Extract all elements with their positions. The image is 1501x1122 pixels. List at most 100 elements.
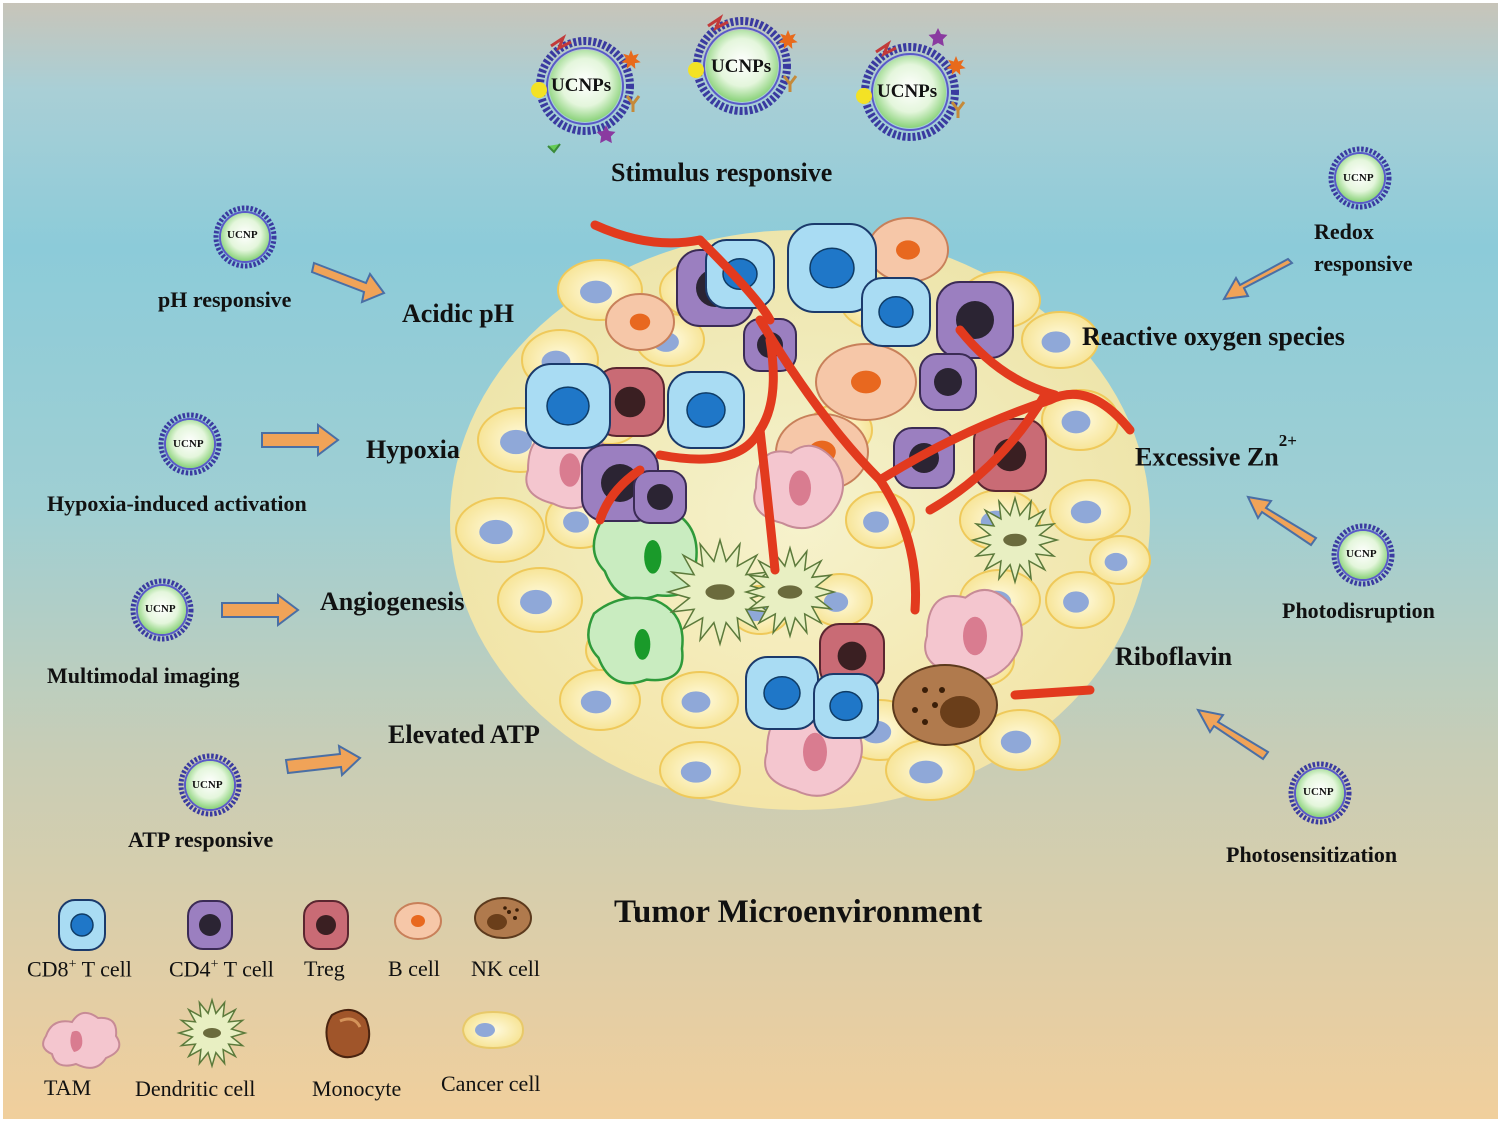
cd8-t-cell <box>787 223 877 313</box>
hypoxia-label: Hypoxia <box>366 435 460 464</box>
arrow-imaging <box>221 593 300 627</box>
multimodal-imaging-label: Multimodal imaging <box>47 663 240 688</box>
nk-cell <box>892 664 998 746</box>
cancer-cell <box>497 567 583 633</box>
cd8-prefix: CD8 <box>27 956 69 982</box>
b-cell <box>815 343 917 421</box>
ucnp-particle-icon <box>1328 146 1392 210</box>
ucnp-particle-icon <box>1331 523 1395 587</box>
green-tam-cell <box>587 596 684 685</box>
photodisruption-label: Photodisruption <box>1282 598 1435 623</box>
arrows <box>221 257 1318 778</box>
cancer-cell <box>659 741 741 799</box>
top-particle-label: UCNPs <box>711 56 772 77</box>
redox-label: Redox <box>1314 219 1374 244</box>
diagram-title: Tumor Microenvironment <box>614 894 983 930</box>
legend-cd4-label: CD4+ T cell <box>169 958 274 980</box>
cancer-cell <box>979 709 1061 771</box>
particle-label: UCNP <box>173 438 204 450</box>
tam-cell <box>753 444 844 530</box>
angiogenesis-label: Angiogenesis <box>320 587 465 616</box>
arrow-photodisruption <box>1246 495 1318 547</box>
ucnp-particle-icon <box>178 753 242 817</box>
top-particle-label: UCNPs <box>877 81 938 102</box>
ucnp-particle-icon <box>213 205 277 269</box>
riboflavin-label: Riboflavin <box>1115 642 1233 671</box>
arrow-redox <box>1222 257 1294 301</box>
cd4-t-cell <box>936 281 1014 359</box>
legend-icons <box>42 897 532 1069</box>
legend-dendritic-icon <box>176 997 248 1069</box>
cd4-suffix: T cell <box>218 956 274 982</box>
b-cell <box>605 293 675 351</box>
legend-treg-label: Treg <box>304 956 345 981</box>
legend-bcell-icon <box>394 902 442 940</box>
ros-label: Reactive oxygen species <box>1082 322 1345 351</box>
particle-label: UCNP <box>1303 786 1334 798</box>
particle-label: UCNP <box>192 779 223 791</box>
cancer-cell <box>1089 535 1151 585</box>
particle-label: UCNP <box>1343 172 1374 184</box>
legend-tam-label: TAM <box>44 1075 92 1100</box>
cd8-t-cell <box>745 656 819 730</box>
arrow-photosensitization <box>1196 708 1270 761</box>
tam-cell <box>924 588 1023 681</box>
legend-tam-icon <box>42 1011 121 1069</box>
legend-cd8-label: CD8+ T cell <box>27 958 132 980</box>
legend-cd8-icon <box>58 899 106 951</box>
cancer-cell <box>1045 571 1115 629</box>
responsive-label: responsive <box>1314 251 1413 276</box>
dendritic-cell <box>743 545 837 639</box>
ph-responsive-label: pH responsive <box>158 287 292 312</box>
blood-vessels <box>590 220 1135 700</box>
cd4-prefix: CD4 <box>169 956 211 982</box>
arrow-atp <box>284 744 362 778</box>
cancer-cell <box>559 669 641 731</box>
legend-monocyte-label: Monocyte <box>312 1076 402 1101</box>
arrow-hypoxia <box>261 423 340 457</box>
treg-cell <box>819 623 885 689</box>
legend-bcell-label: B cell <box>388 956 440 981</box>
legend-cancer-label: Cancer cell <box>441 1071 541 1096</box>
cancer-cell <box>885 739 975 801</box>
top-particle-label: UCNPs <box>551 75 612 96</box>
cd8-t-cell <box>813 673 879 739</box>
tumor-cluster <box>450 217 1151 810</box>
cancer-cell <box>1049 479 1131 541</box>
ucnp-particle-icon <box>158 412 222 476</box>
hypoxia-activation-label: Hypoxia-induced activation <box>47 491 307 516</box>
atp-responsive-label: ATP responsive <box>128 827 274 852</box>
legend-cd4-icon <box>187 900 233 950</box>
legend-dendritic-label: Dendritic cell <box>135 1076 256 1101</box>
ucnp-particles <box>130 14 1395 825</box>
cd8-sup: + <box>68 957 77 972</box>
ucnp-particle-icon <box>856 40 966 141</box>
particle-label: UCNP <box>145 603 176 615</box>
legend-monocyte-icon <box>325 1008 371 1059</box>
legend-nk-icon <box>474 897 532 939</box>
acidic-ph-label: Acidic pH <box>402 299 514 328</box>
immune-cell-group <box>525 217 1060 797</box>
cd4-t-cell <box>919 353 977 411</box>
arrow-ph <box>310 261 386 304</box>
zinc-superscript: 2+ <box>1278 431 1297 450</box>
particle-label: UCNP <box>227 229 258 241</box>
ucnp-particle-icon <box>531 34 641 135</box>
cd4-t-cell <box>633 470 687 524</box>
cancer-cell <box>661 671 739 729</box>
zinc-label: Excessive Zn2+ <box>1135 432 1297 472</box>
ucnp-particle-icon <box>130 578 194 642</box>
ucnp-particle-icon <box>1288 761 1352 825</box>
cd8-suffix: T cell <box>76 956 132 982</box>
zinc-text: Excessive Zn <box>1135 442 1279 472</box>
cd8-t-cell <box>861 277 931 347</box>
photosensitization-label: Photosensitization <box>1226 842 1398 867</box>
cancer-cell <box>455 497 545 563</box>
dendritic-cell <box>665 537 775 647</box>
stimulus-heading: Stimulus responsive <box>611 158 833 187</box>
cancer-cell <box>1021 311 1099 369</box>
elevated-atp-label: Elevated ATP <box>388 720 540 749</box>
cd8-t-cell <box>667 371 745 449</box>
